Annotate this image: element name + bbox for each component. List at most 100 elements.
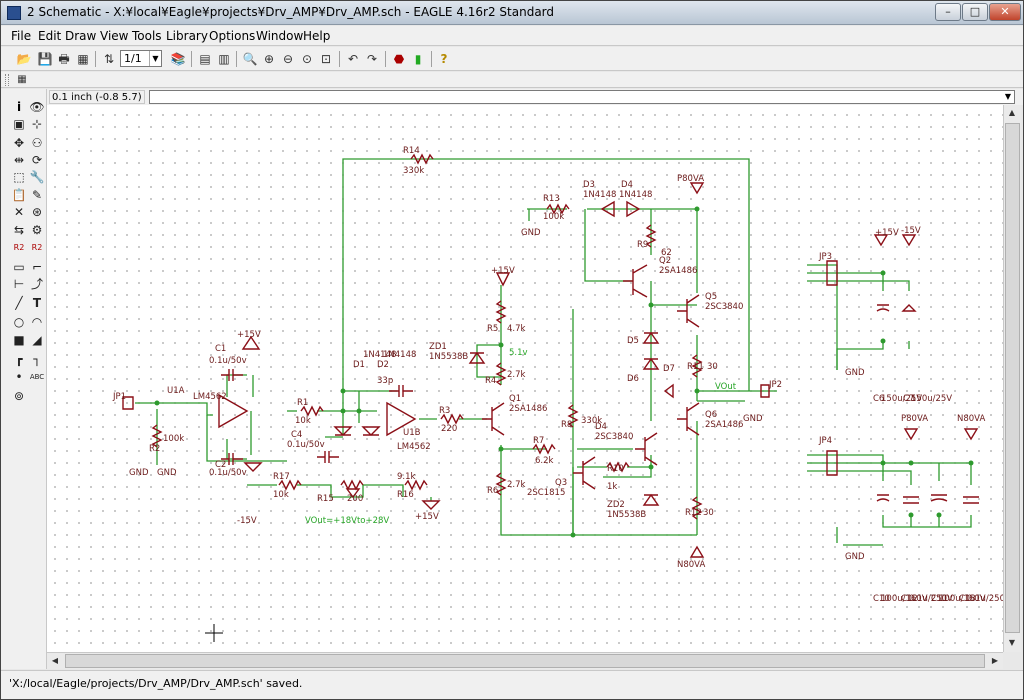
part-label: N80VA xyxy=(957,414,985,424)
split-icon[interactable]: ⊢ xyxy=(13,277,25,291)
horizontal-scroll-thumb[interactable] xyxy=(65,654,985,668)
part-label: 0.1u/250V xyxy=(967,594,1003,604)
ulp-icon[interactable]: ▥ xyxy=(218,52,230,66)
add-icon[interactable]: ⊛ xyxy=(31,205,43,219)
go-icon[interactable]: ▮ xyxy=(414,52,422,66)
cut-icon[interactable]: ✕ xyxy=(13,205,25,219)
circle-icon[interactable]: ○ xyxy=(13,315,25,329)
part-label: 0.1u/50v xyxy=(209,468,247,478)
rect-icon[interactable]: ■ xyxy=(13,333,25,347)
zoom-out-icon[interactable]: ⊖ xyxy=(282,52,294,66)
junction-icon[interactable]: • xyxy=(15,370,23,384)
vertical-scrollbar[interactable]: ▲ ▼ xyxy=(1003,105,1021,652)
part-label: GND xyxy=(845,368,865,378)
info-icon[interactable]: i xyxy=(16,100,22,114)
command-bar: 0.1 inch (-0.8 5.7) ▼ xyxy=(1,89,1023,105)
schematic-canvas[interactable]: R14 330k R13 100k D3 1N4148 D4 1N4148 P8… xyxy=(47,105,1011,652)
page-value: 1/1 xyxy=(124,52,142,65)
menu-edit[interactable]: Edit xyxy=(38,29,62,43)
invoke-icon[interactable]: ⤴ xyxy=(30,277,43,291)
horizontal-scrollbar[interactable]: ◀ ▶ xyxy=(47,652,1003,669)
minimize-button[interactable]: – xyxy=(935,3,961,21)
replace-icon[interactable]: ⚙ xyxy=(31,223,43,237)
net-icon[interactable]: ┐ xyxy=(33,352,41,366)
help-icon[interactable]: ? xyxy=(440,52,448,66)
part-label: 2SC1815 xyxy=(527,488,565,498)
library-icon[interactable]: 📚 xyxy=(170,52,186,66)
zoom-in-icon[interactable]: ⊕ xyxy=(263,52,275,66)
part-label: 0.1u/50v xyxy=(287,440,325,450)
part-label: D4 xyxy=(595,422,607,432)
smash-icon[interactable]: ▭ xyxy=(13,260,25,274)
display-icon[interactable]: ▣ xyxy=(13,117,25,131)
part-label: R1 xyxy=(297,398,308,408)
redo-icon[interactable]: ↷ xyxy=(366,52,378,66)
menu-window[interactable]: Window xyxy=(256,29,304,43)
scroll-right-icon[interactable]: ▶ xyxy=(991,656,999,665)
part-label: R9 xyxy=(637,240,648,250)
menu-help[interactable]: Help xyxy=(303,29,331,43)
open-icon[interactable]: 📂 xyxy=(16,52,32,66)
print-icon[interactable]: 🖶 xyxy=(58,52,70,66)
menu-file[interactable]: File xyxy=(11,29,32,43)
zoom-redraw-icon[interactable]: ⊙ xyxy=(301,52,313,66)
menu-draw[interactable]: Draw xyxy=(65,29,97,43)
scroll-down-icon[interactable]: ▼ xyxy=(1008,638,1016,647)
cam-icon[interactable]: ▦ xyxy=(77,52,89,66)
part-label: 1N5538B xyxy=(429,352,468,362)
undo-icon[interactable]: ↶ xyxy=(347,52,359,66)
menu-view[interactable]: View xyxy=(100,29,129,43)
script-icon[interactable]: ▤ xyxy=(199,52,211,66)
copy-icon[interactable]: ⚇ xyxy=(31,136,43,150)
page-select[interactable]: 1/1 ▼ xyxy=(120,50,162,67)
part-label: 100k xyxy=(543,212,564,222)
part-label: R8 xyxy=(561,420,572,430)
close-button[interactable]: ✕ xyxy=(989,3,1021,21)
toolbar-grip[interactable] xyxy=(5,74,9,86)
delete-icon[interactable]: ✎ xyxy=(31,188,43,202)
part-label: R14 xyxy=(403,146,420,156)
part-label: +15V xyxy=(415,512,439,522)
scroll-up-icon[interactable]: ▲ xyxy=(1008,108,1016,117)
text-icon[interactable]: T xyxy=(32,296,42,310)
pinswap-icon[interactable]: ⇆ xyxy=(13,223,25,237)
mark-icon[interactable]: ⊹ xyxy=(31,117,43,131)
move-icon[interactable]: ✥ xyxy=(13,136,25,150)
vertical-scroll-thumb[interactable] xyxy=(1005,123,1020,633)
part-label: -15V xyxy=(901,226,921,236)
menu-tools[interactable]: Tools xyxy=(132,29,162,43)
chevron-down-icon[interactable]: ▼ xyxy=(1004,92,1012,101)
miter-icon[interactable]: ⌐ xyxy=(31,260,43,274)
part-label: C6 xyxy=(873,394,884,404)
schematic-labels: R14 330k R13 100k D3 1N4148 D4 1N4148 P8… xyxy=(112,146,1011,604)
command-input[interactable]: ▼ xyxy=(149,90,1015,104)
part-label: R13 xyxy=(543,194,560,204)
board-icon[interactable]: ⇅ xyxy=(103,52,115,66)
bus-icon[interactable]: ┏ xyxy=(15,352,23,366)
group-icon[interactable]: ⬚ xyxy=(13,170,25,184)
label-icon[interactable]: ABC xyxy=(29,373,45,381)
save-icon[interactable]: 💾 xyxy=(37,52,53,66)
erc-icon[interactable]: ⊚ xyxy=(13,389,25,403)
menu-options[interactable]: Options xyxy=(209,29,256,43)
stop-icon[interactable]: ⬣ xyxy=(393,52,405,66)
zoom-select-icon[interactable]: ⊡ xyxy=(320,52,332,66)
menu-library[interactable]: Library xyxy=(166,29,208,43)
mirror-icon[interactable]: ⇹ xyxy=(13,153,25,167)
show-icon[interactable]: 👁 xyxy=(29,100,45,114)
rotate-icon[interactable]: ⟳ xyxy=(31,153,43,167)
wire-icon[interactable]: ╱ xyxy=(15,296,23,310)
name-icon[interactable]: R2 xyxy=(13,243,25,252)
polygon-icon[interactable]: ◢ xyxy=(32,333,42,347)
maximize-button[interactable]: □ xyxy=(962,3,988,21)
zoom-fit-icon[interactable]: 🔍 xyxy=(242,52,258,66)
scroll-left-icon[interactable]: ◀ xyxy=(51,656,59,665)
arc-icon[interactable]: ◠ xyxy=(31,315,43,329)
part-label: D3 xyxy=(583,180,595,190)
change-icon[interactable]: 🔧 xyxy=(29,170,45,184)
part-label: R3 xyxy=(439,406,450,416)
paste-icon[interactable]: 📋 xyxy=(11,188,27,202)
value-icon[interactable]: R2 xyxy=(31,243,43,252)
grid-icon[interactable]: ▦ xyxy=(17,74,27,85)
part-label: 2SA1486 xyxy=(509,404,547,414)
